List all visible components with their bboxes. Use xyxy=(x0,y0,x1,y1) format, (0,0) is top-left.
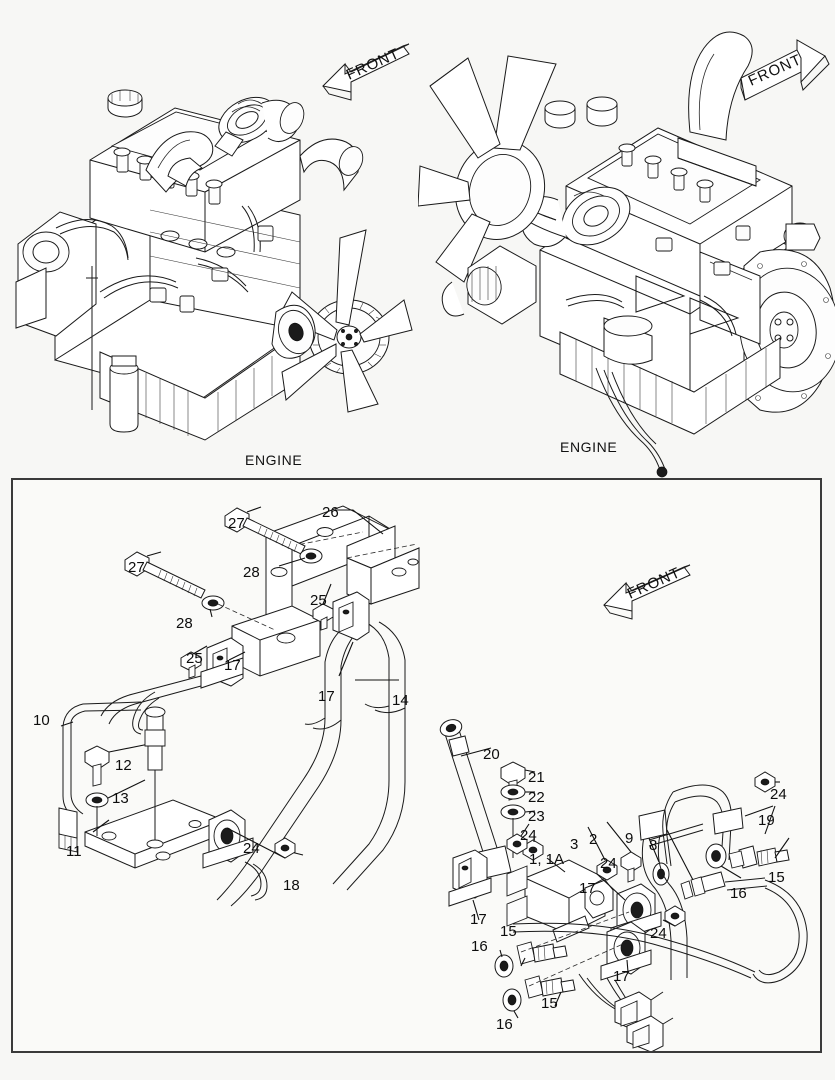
part-17-clamp-a xyxy=(200,637,244,689)
callout-28-b: 28 xyxy=(176,615,193,632)
part-8-fitting xyxy=(680,871,768,900)
part-16-washer-c xyxy=(705,843,727,869)
part-15-sensor-b xyxy=(524,975,576,999)
callout-17-c: 17 xyxy=(579,880,596,897)
part-26-bracket xyxy=(231,505,420,677)
engine-right-illustration xyxy=(418,31,835,478)
part-15-sensor-c xyxy=(728,845,790,869)
callout-27-b: 27 xyxy=(128,559,145,576)
turbocharger xyxy=(214,96,305,157)
part-17-clamp-e xyxy=(600,921,652,981)
part-1-1a-valve xyxy=(506,859,614,943)
part-13-washer xyxy=(85,792,109,808)
callout-1-1a: 1, 1A xyxy=(529,851,565,868)
alternator xyxy=(441,245,537,325)
callout-21: 21 xyxy=(528,769,545,786)
assembly-detail-panel: FRONT xyxy=(11,478,822,1053)
callout-25-b: 25 xyxy=(186,650,203,667)
engine-views-artwork: FRONT xyxy=(15,31,835,478)
part-15-sensor-a xyxy=(516,941,568,965)
engine-caption-left: ENGINE xyxy=(245,452,303,468)
callout-15-a: 15 xyxy=(500,923,517,940)
part-14-hose xyxy=(216,627,360,907)
callout-16-b: 16 xyxy=(496,1016,513,1033)
callout-10: 10 xyxy=(33,712,50,729)
callout-18: 18 xyxy=(283,877,300,894)
part-24-nut-b xyxy=(522,839,544,861)
callout-9: 9 xyxy=(625,830,634,847)
callout-27-a: 27 xyxy=(228,515,245,532)
front-arrow-right-view: FRONT xyxy=(740,39,830,101)
part-27-bolt-lower xyxy=(124,551,206,599)
hose-branch-secondary xyxy=(332,621,406,891)
part-24-nut-e xyxy=(754,771,776,793)
cooling-fan xyxy=(277,229,413,413)
front-arrow-assembly: FRONT xyxy=(602,564,691,620)
part-23-washer xyxy=(500,804,526,820)
center-elbow-pipe xyxy=(638,809,688,980)
part-28-washer-lower xyxy=(201,595,225,611)
callout-17-a: 17 xyxy=(224,657,241,674)
callout-24-a: 24 xyxy=(520,827,537,844)
callout-28-a: 28 xyxy=(243,564,260,581)
part-17-clamp-b xyxy=(332,591,370,641)
part-18-clamp xyxy=(202,809,268,901)
part-17-clamp-d xyxy=(448,849,492,907)
callout-26: 26 xyxy=(322,504,339,521)
electrical-connectors xyxy=(578,973,674,1051)
part-12-bolt xyxy=(84,745,110,787)
part-2-bolt xyxy=(620,851,642,883)
svg-text:FRONT: FRONT xyxy=(625,564,684,603)
callout-24-c: 24 xyxy=(600,855,617,872)
part-28-washer-upper xyxy=(299,548,323,564)
part-10-tube xyxy=(58,701,142,853)
callout-24-d: 24 xyxy=(650,925,667,942)
callout-15-c: 15 xyxy=(768,869,785,886)
callout-22: 22 xyxy=(528,789,545,806)
part-9-ring xyxy=(652,862,670,886)
callout-17-d: 17 xyxy=(470,911,487,928)
part-24-nut-c xyxy=(506,833,528,855)
callout-15-b: 15 xyxy=(541,995,558,1012)
part-24-nut-a xyxy=(274,837,296,859)
callout-17-b: 17 xyxy=(318,688,335,705)
callout-25-a: 25 xyxy=(310,592,327,609)
part-16-washer-a xyxy=(494,954,514,978)
callout-19: 19 xyxy=(758,812,775,829)
callout-16-c: 16 xyxy=(730,885,747,902)
part-11-plate xyxy=(84,799,224,869)
callout-24-b: 24 xyxy=(243,840,260,857)
part-25-bolt-a xyxy=(180,651,202,679)
engine-caption-right: ENGINE xyxy=(560,439,618,455)
callout-17-e: 17 xyxy=(613,968,630,985)
part-25-bolt-b xyxy=(312,603,334,631)
sensor-stud xyxy=(144,706,166,849)
callout-20: 20 xyxy=(483,746,500,763)
callout-11: 11 xyxy=(66,843,82,860)
callout-8: 8 xyxy=(649,837,658,854)
front-arrow-left-view: FRONT xyxy=(321,43,410,101)
callout-13: 13 xyxy=(112,790,129,807)
callout-16-a: 16 xyxy=(471,938,488,955)
part-22-washer xyxy=(500,784,526,800)
cooling-fan-right xyxy=(418,55,557,283)
svg-text:FRONT: FRONT xyxy=(344,45,403,84)
assembly-artwork: FRONT xyxy=(58,505,808,1051)
part-16-washer-b xyxy=(502,988,522,1012)
callout-23: 23 xyxy=(528,808,545,825)
callout-2: 2 xyxy=(589,831,598,848)
callout-14: 14 xyxy=(392,692,409,709)
callout-3: 3 xyxy=(570,836,579,853)
part-19-hose xyxy=(648,784,744,867)
callout-24-e: 24 xyxy=(770,786,787,803)
engine-views-panel: FRONT xyxy=(0,0,835,478)
callout-12: 12 xyxy=(115,757,132,774)
part-3-washer xyxy=(596,859,618,881)
engine-left-illustration xyxy=(15,89,413,441)
part-24-nut-d xyxy=(664,905,686,927)
